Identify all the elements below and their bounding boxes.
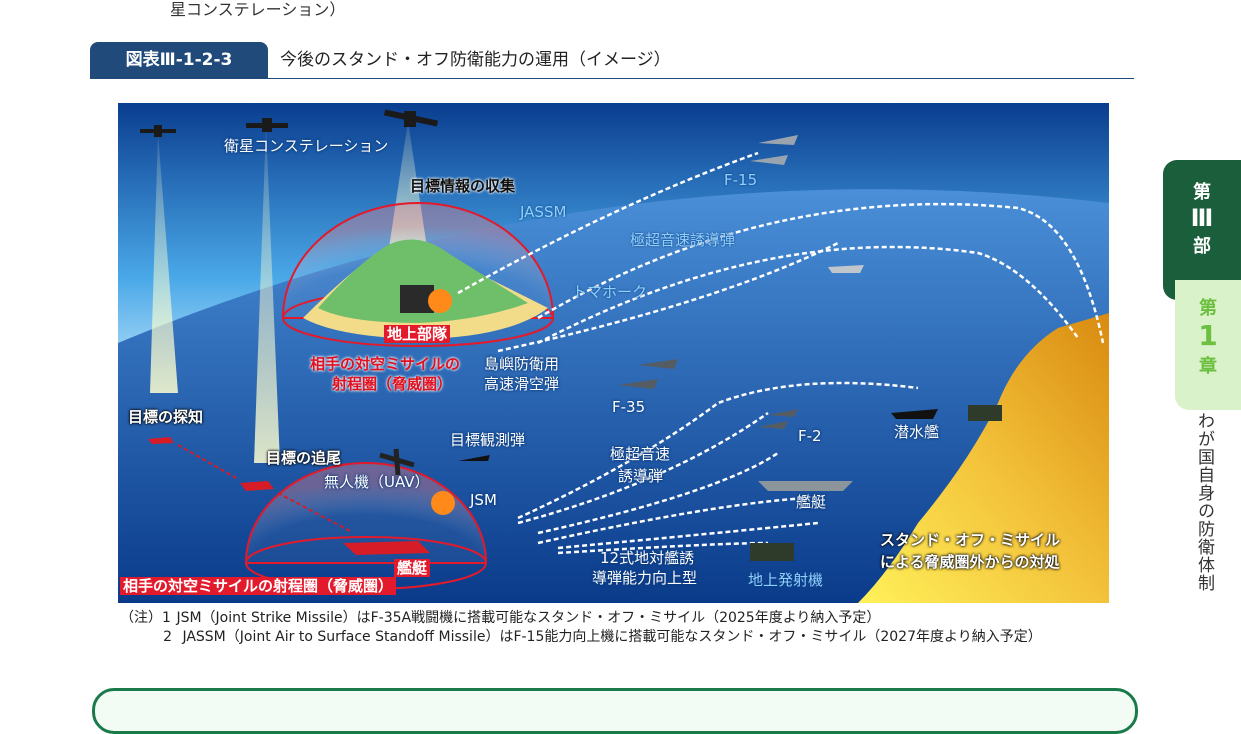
tomahawk-label: トマホーク (572, 283, 648, 301)
ground-launcher-label: 地上発射機 (748, 571, 824, 589)
hypersonic-label-line2: 誘導弾 (618, 467, 664, 485)
target-detection-label: 目標の探知 (128, 408, 204, 426)
jassm-label: JASSM (520, 203, 567, 221)
friendly-destroyer-icon (828, 265, 864, 273)
threat-dome-ship (244, 462, 488, 564)
chapter-tab-char-2: 1 (1198, 319, 1218, 352)
enemy-ship-icon (343, 541, 430, 555)
note-2: 2 JASSM（Joint Air to Surface Standoff Mi… (120, 628, 1042, 647)
target-tracking-label: 目標の追尾 (266, 449, 342, 467)
note-1: （注）1 JSM（Joint Strike Missile）はF-35A戦闘機に… (120, 609, 1042, 628)
f15-label: F-15 (724, 171, 758, 189)
jsm-label: JSM (470, 491, 497, 509)
target-observation-missile-label: 目標観測弾 (450, 431, 526, 449)
uav-label: 無人機（UAV） (324, 473, 430, 491)
island-glide-line1: 島嶼防衛用 (484, 355, 560, 373)
uav-icon (379, 448, 415, 476)
enemy-ship-label: 艦艇 (394, 559, 431, 578)
satellite-beam-2 (254, 125, 280, 463)
f35-icon (618, 359, 678, 389)
f2-icon (758, 409, 798, 429)
figure-header: 図表Ⅲ-1-2-3 今後のスタンド・オフ防衛能力の運用（イメージ） (90, 42, 1134, 79)
satellite-constellation-label: 衛星コンステレーション (224, 137, 389, 155)
standoff-label-line2: による脅威圏外からの対処 (880, 553, 1060, 571)
part-tab-char-2: Ⅲ (1190, 204, 1214, 232)
note-2-prefix: 2 (163, 629, 172, 645)
note-1-text: JSM（Joint Strike Missile）はF-35A戦闘機に搭載可能な… (176, 610, 881, 626)
satellite-icon-2 (246, 118, 288, 132)
part-tab-char-3: 部 (1193, 236, 1211, 257)
enemy-sam-range-ship-label: 相手の対空ミサイルの射程圏（脅威圏） (120, 577, 397, 596)
observation-missile-icon (458, 455, 490, 461)
f35-label: F-35 (612, 398, 646, 416)
tracked-ship-icon (240, 481, 274, 491)
figure-label: 図表Ⅲ-1-2-3 (90, 42, 268, 78)
detected-ship-icon (148, 437, 174, 444)
submarine-label: 潜水艦 (894, 423, 940, 441)
part-tab-char-1: 第 (1193, 182, 1211, 203)
submarine-icon (891, 409, 938, 419)
satellite-icon-1 (140, 125, 176, 137)
friendly-ship-icon (758, 481, 853, 491)
island-glide-line2: 高速滑空弾 (484, 375, 560, 393)
explosion-icon-1 (428, 289, 452, 313)
diagram-illustration (118, 103, 1109, 603)
top-continuation-text: 星コンステレーション） (170, 0, 346, 19)
f15-icon (750, 135, 798, 165)
figure-notes: （注）1 JSM（Joint Strike Missile）はF-35A戦闘機に… (120, 609, 1042, 647)
friendly-ship-label: 艦艇 (796, 493, 827, 511)
friendly-coastline (858, 313, 1109, 603)
ground-unit-label: 地上部隊 (384, 325, 451, 344)
target-info-collection-label: 目標情報の収集 (410, 177, 516, 195)
satellite-icon-3 (383, 109, 439, 127)
note-2-text: JASSM（Joint Air to Surface Standoff Miss… (182, 629, 1042, 645)
tracking-arrow-1 (177, 444, 239, 480)
chapter-title-vertical: わが国自身の防衛体制 (1194, 412, 1214, 592)
enemy-sam-range-island-line2: 射程圏（脅威圏） (332, 375, 453, 393)
chapter-tab-char-1: 第 (1199, 298, 1217, 319)
part-tab[interactable]: 第 Ⅲ 部 (1163, 160, 1241, 300)
figure-title: 今後のスタンド・オフ防衛能力の運用（イメージ） (280, 50, 671, 70)
type12-label-line2: 導弾能力向上型 (592, 569, 698, 587)
satellite-beam-1 (150, 133, 178, 393)
chapter-tab-char-3: 章 (1199, 356, 1217, 377)
note-1-prefix: （注）1 (120, 610, 171, 626)
ground-launcher-icon (750, 543, 794, 561)
next-section-box (92, 688, 1138, 734)
hypersonic-missile-label: 極超音速誘導弾 (630, 231, 736, 249)
chapter-tab[interactable]: 第 1 章 (1175, 280, 1241, 410)
standoff-label-line1: スタンド・オフ・ミサイル (880, 531, 1061, 549)
explosion-icon-2 (431, 491, 455, 515)
coastal-launcher-icon (968, 405, 1002, 421)
type12-label-line1: 12式地対艦誘 (600, 549, 695, 567)
enemy-island (318, 239, 528, 323)
standoff-operation-diagram: 衛星コンステレーション 目標情報の収集 JASSM F-15 極超音速誘導弾 ト… (118, 103, 1109, 603)
hypersonic-label-line1: 極超音速 (610, 445, 671, 463)
enemy-sam-range-island-line1: 相手の対空ミサイルの (310, 355, 461, 373)
f2-label: F-2 (798, 427, 822, 445)
